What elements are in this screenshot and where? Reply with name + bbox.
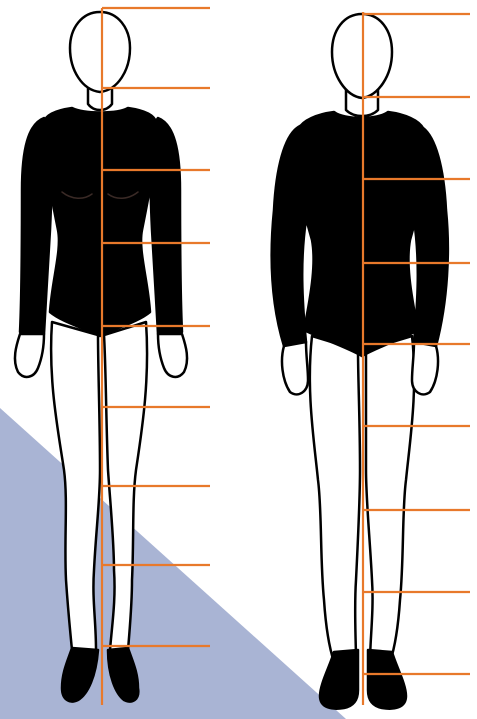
female-right-hand: [158, 334, 187, 377]
male-bodysuit: [297, 112, 425, 356]
male-right-shoe: [368, 650, 406, 709]
male-left-hand: [282, 342, 308, 394]
accent-triangle: [0, 408, 346, 719]
male-right-leg: [366, 336, 414, 662]
female-head: [70, 12, 130, 92]
male-figure: [272, 14, 448, 709]
male-right-hand: [412, 342, 438, 394]
female-left-hand: [15, 334, 44, 377]
male-left-shoe: [320, 650, 358, 709]
female-bodysuit: [44, 108, 157, 336]
male-left-leg: [310, 336, 360, 662]
